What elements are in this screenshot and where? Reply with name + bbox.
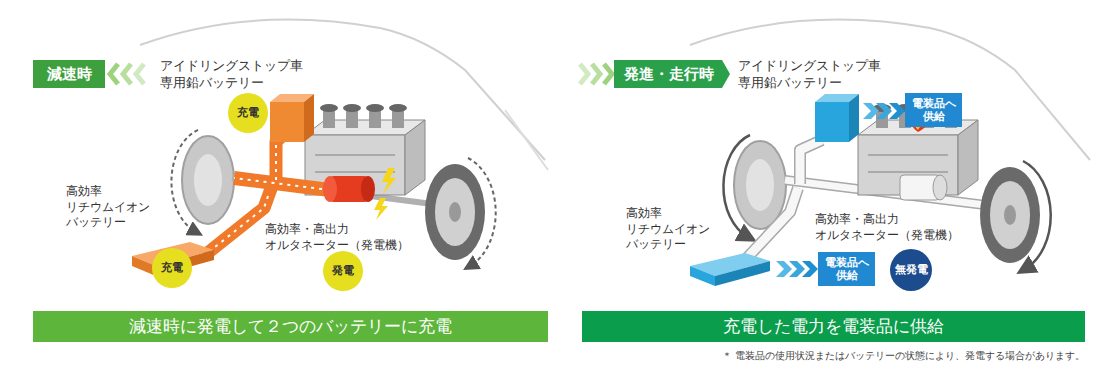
node-text: 充電: [237, 106, 259, 119]
part-label: 高効率 リチウムイオン バッテリー: [66, 184, 158, 231]
illustration-ellipse: [343, 104, 361, 112]
node-text: 減速時に発電して２つのバッテリーに充電: [129, 316, 452, 336]
node-text: 減速時: [47, 65, 92, 83]
front-rim: [435, 178, 475, 246]
illustration-polygon: [958, 120, 978, 195]
supply-chevron: [789, 261, 805, 277]
tag-chevron: [123, 64, 131, 84]
front-tire: [425, 164, 485, 260]
left-illustration: [110, 20, 548, 276]
rear-wheel-hub: [746, 159, 774, 211]
part-label: 高効率 リチウムイオン バッテリー: [626, 206, 718, 253]
tag-chevron: [110, 64, 118, 84]
rotation-arrow: [1023, 161, 1051, 269]
energy-flow: [205, 186, 272, 255]
rear-wheel: [734, 141, 786, 229]
phase-tag: 発進・走行時: [614, 60, 730, 88]
tag-chevron: [580, 64, 588, 84]
power-path: [745, 188, 798, 260]
generate-badge: 発電: [323, 251, 363, 291]
power-path: [800, 140, 822, 184]
tag-chevron: [592, 64, 600, 84]
part-label: アイドリングストップ車 専用鉛バッテリー: [738, 58, 893, 92]
front-hub: [449, 202, 461, 222]
li-battery: [690, 266, 715, 286]
power-path: [800, 140, 822, 184]
supply-chevron: [863, 103, 879, 119]
rotation-arrow: [723, 135, 750, 237]
flow-marks: [210, 196, 268, 251]
supply-box: 電装品へ 供給: [905, 93, 962, 127]
alternator: [323, 176, 337, 202]
illustration-line: [868, 171, 948, 173]
charge-badge: 充電: [152, 248, 192, 288]
illustration-polygon: [405, 120, 425, 195]
li-battery: [715, 261, 770, 286]
node-text: 発電: [332, 264, 354, 277]
supply-chevron: [802, 261, 818, 277]
illustration-ellipse: [389, 104, 407, 112]
alternator: [933, 175, 947, 200]
front-rim: [990, 181, 1030, 249]
footnote: ＊ 電装品の使用状況またはバッテリーの状態により、発電する場合があります。: [722, 349, 1085, 363]
spark: [382, 168, 396, 194]
illustration-line: [868, 154, 948, 156]
car-outline: [505, 110, 548, 170]
summary-band: 減速時に発電して２つのバッテリーに充電: [33, 311, 548, 342]
rear-wheel: [182, 136, 234, 224]
flow-marks: [234, 178, 330, 190]
supply-chevron: [876, 103, 892, 119]
lead-battery: [849, 94, 859, 142]
supply-chevron: [776, 261, 792, 277]
lead-battery: [270, 102, 304, 142]
charge-badge: 充電: [228, 93, 268, 133]
alternator: [361, 176, 375, 202]
summary-band: 充電した電力を電装品に供給: [582, 311, 1085, 342]
node-text: 発進・走行時: [624, 65, 714, 83]
rear-wheel-hub: [194, 154, 222, 206]
phase-tag: 減速時: [33, 60, 105, 88]
part-label: アイドリングストップ車 専用鉛バッテリー: [160, 58, 315, 92]
supply-box: 電装品へ 供給: [818, 252, 875, 286]
rotation-arrow: [468, 158, 496, 266]
flow-marks: [275, 142, 277, 180]
part-label: 高効率・高出力 オルタネーター（発電機）: [815, 212, 975, 243]
supply-chevron: [889, 103, 905, 119]
right-illustration: [580, 20, 1090, 286]
illustration-line: [315, 171, 395, 173]
no-generate-badge: 無発電: [890, 249, 932, 291]
illustration-ellipse: [320, 104, 338, 112]
front-hub: [1004, 205, 1016, 225]
spark: [374, 198, 388, 220]
tag-chevron: [136, 64, 144, 84]
node-text: 充電: [161, 261, 183, 274]
illustration-line: [315, 154, 395, 156]
node-text: 電装品へ 供給: [909, 97, 958, 123]
node-text: 無発電: [895, 263, 928, 276]
part-label: 高効率・高出力 オルタネーター（発電機）: [265, 222, 425, 253]
illustration-ellipse: [366, 104, 384, 112]
node-text: 電装品へ 供給: [822, 256, 871, 282]
power-path: [745, 188, 798, 260]
tag-chevron: [604, 64, 612, 84]
node-text: 充電した電力を電装品に供給: [723, 316, 944, 336]
lead-battery: [304, 94, 314, 142]
rotation-arrow: [171, 130, 198, 232]
front-tire: [980, 167, 1040, 263]
lead-battery: [815, 102, 849, 142]
